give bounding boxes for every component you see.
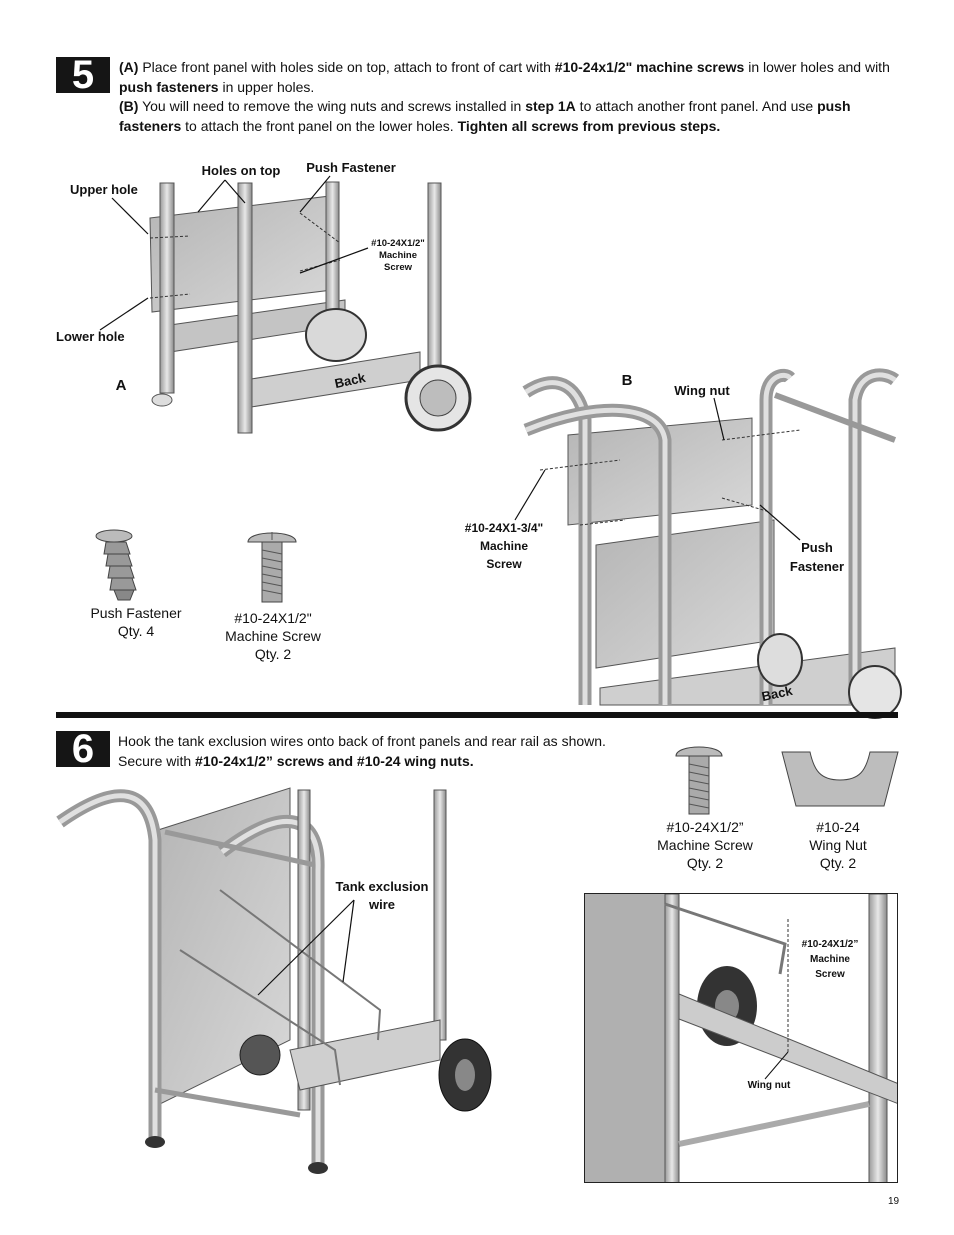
machine-screw-a-line2: Machine: [378, 250, 417, 261]
step-5a-text: (A) Place front panel with holes side on…: [119, 59, 890, 95]
step-6-badge: 6: [56, 727, 110, 771]
tank-wire-line1: Tank exclusion: [335, 879, 429, 894]
page-number: 19: [888, 1196, 900, 1207]
step-5-number: 5: [71, 52, 95, 97]
step-6-line1: Hook the tank exclusion wires onto back …: [118, 733, 606, 749]
label-tank-exclusion-wire: Tank exclusion wire: [326, 879, 438, 912]
step-5-instructions: (A) Place front panel with holes side on…: [119, 58, 899, 136]
label-push-fastener-a: Push Fastener: [306, 160, 396, 175]
step-5b-text: (B) You will need to remove the wing nut…: [119, 98, 851, 134]
screw-b-line2: Machine: [479, 539, 528, 553]
push-b-line2: Fastener: [789, 559, 845, 574]
machine-screw-6-qty: Qty. 2: [686, 855, 724, 871]
machine-screw-qty: Qty. 2: [254, 646, 292, 662]
label-upper-hole: Upper hole: [70, 182, 138, 197]
inset-screw-line2: Machine: [809, 954, 850, 965]
step-6-line2: Secure with #10-24x1/2” screws and #10-2…: [118, 752, 474, 769]
label-wing-nut-b: Wing nut: [674, 383, 730, 398]
wing-nut-qty: Qty. 2: [819, 855, 857, 871]
machine-screw-icon-6: [675, 746, 723, 815]
wing-nut-name-2: Wing Nut: [809, 837, 867, 853]
step-5-badge: 5: [56, 53, 110, 97]
push-fastener-name: Push Fastener: [90, 605, 182, 621]
machine-screw-6-name-1: #10-24X1/2”: [666, 819, 744, 835]
wing-nut-icon: [781, 751, 899, 807]
screw-b-line3: Screw: [486, 557, 522, 571]
label-inset-screw: #10-24X1/2” Machine Screw: [798, 939, 862, 981]
inset-screw-line1: #10-24X1/2”: [801, 939, 859, 950]
detail-inset-frame: [584, 893, 898, 1183]
wing-nut-name-1: #10-24: [816, 819, 860, 835]
push-fastener-qty: Qty. 4: [117, 623, 155, 639]
tank-wire-line2: wire: [368, 897, 395, 912]
label-holes-on-top: Holes on top: [201, 163, 281, 178]
machine-screw-6-name-2: Machine Screw: [657, 837, 753, 853]
step-6-number: 6: [71, 726, 95, 771]
machine-screw-name-2: Machine Screw: [225, 628, 321, 644]
detail-inset-drawing: [585, 894, 897, 1182]
wing-nut-caption: #10-24 Wing Nut Qty. 2: [790, 818, 886, 872]
push-b-line1: Push: [801, 540, 833, 555]
machine-screw-a-line1: #10-24X1/2": [371, 238, 425, 249]
push-fastener-icon: [95, 529, 137, 601]
screw-b-line1: #10-24X1-3/4": [464, 521, 544, 535]
label-lower-hole: Lower hole: [56, 329, 125, 344]
push-fastener-caption: Push Fastener Qty. 4: [86, 604, 186, 640]
machine-screw-name-1: #10-24X1/2": [234, 610, 312, 626]
section-divider: [56, 712, 898, 718]
figure-b-tag: B: [621, 372, 633, 389]
machine-screw-a-line3: Screw: [384, 262, 412, 273]
step-6-instructions: Hook the tank exclusion wires onto back …: [118, 732, 638, 771]
label-inset-wing-nut: Wing nut: [747, 1080, 791, 1091]
machine-screw-caption-6: #10-24X1/2” Machine Screw Qty. 2: [650, 818, 760, 872]
inset-screw-line3: Screw: [815, 969, 845, 980]
machine-screw-icon: [247, 532, 297, 603]
figure-a-tag: A: [115, 377, 127, 394]
label-screw-b: #10-24X1-3/4" Machine Screw: [456, 521, 552, 572]
label-push-fastener-b: Push Fastener: [784, 540, 850, 574]
label-machine-screw-a: #10-24X1/2" Machine Screw: [362, 238, 434, 274]
machine-screw-caption: #10-24X1/2" Machine Screw Qty. 2: [218, 609, 328, 663]
